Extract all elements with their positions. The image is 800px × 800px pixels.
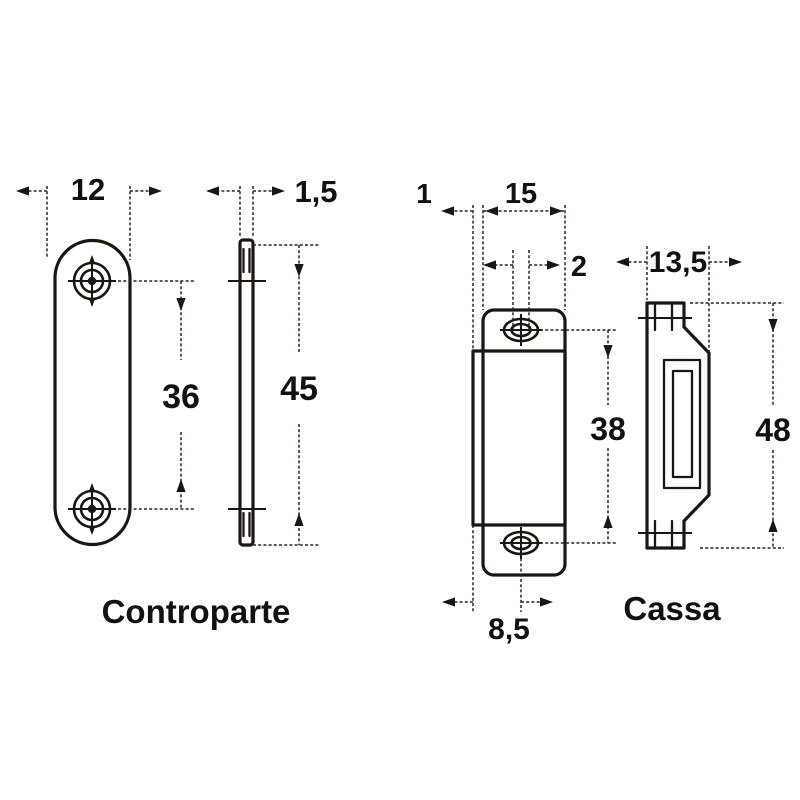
dimension-cassa-slot: 2 [483, 250, 587, 330]
dimension-cassa-base: 8,5 [442, 525, 553, 646]
cassa-screw-hole-top [500, 314, 542, 346]
dimension-cassa-hole-spacing: 38 [540, 329, 626, 544]
dimension-controparte-hole-spacing: 36 [118, 280, 200, 510]
controparte-screw-hole-bottom [68, 483, 116, 535]
dimension-label-15: 15 [505, 178, 537, 210]
cassa-side-hole-top [653, 303, 674, 332]
part-cassa: 1 15 2 38 [416, 178, 791, 646]
controparte-side-hole-top [242, 247, 251, 274]
dimension-controparte-thickness: 1,5 [206, 174, 338, 236]
part-controparte: 12 36 1,5 [16, 172, 338, 630]
dimension-label-48: 48 [755, 412, 791, 448]
caption-cassa: Cassa [623, 590, 721, 627]
cassa-side-view [638, 301, 711, 550]
dimension-label-45: 45 [280, 370, 318, 408]
dimension-label-2: 2 [571, 251, 587, 283]
cassa-side-hole-bottom [653, 519, 674, 548]
dimension-label-38: 38 [590, 411, 626, 447]
cassa-body-outline [471, 349, 567, 527]
dimension-label-36: 36 [162, 378, 200, 416]
controparte-front-view [53, 238, 132, 547]
controparte-side-view [228, 238, 266, 547]
dimension-controparte-width: 12 [16, 172, 162, 260]
controparte-side-hole-bottom [242, 511, 251, 538]
controparte-screw-hole-top [68, 255, 116, 307]
cassa-front-view [471, 308, 567, 577]
dimension-cassa-width: 15 [483, 178, 566, 310]
controparte-plate-outline [53, 238, 132, 547]
caption-controparte: Controparte [102, 593, 291, 630]
dimension-label-1: 1 [416, 178, 432, 209]
dimension-label-8-5: 8,5 [488, 613, 530, 646]
dimension-label-12: 12 [71, 172, 105, 207]
dimension-label-1-5: 1,5 [294, 174, 337, 209]
dimension-cassa-height: 48 [690, 302, 791, 549]
cassa-side-cavity-inner [671, 369, 694, 479]
controparte-side-profile [238, 238, 255, 547]
dimension-controparte-height: 45 [253, 244, 320, 546]
dimension-cassa-depth: 13,5 [616, 246, 742, 352]
cassa-side-cavity-outer [662, 358, 702, 490]
dimension-cassa-offset: 1 [416, 178, 484, 351]
dimension-label-13-5: 13,5 [649, 246, 707, 279]
cassa-side-profile-outline [645, 301, 711, 550]
cassa-faceplate-outline [481, 308, 567, 577]
